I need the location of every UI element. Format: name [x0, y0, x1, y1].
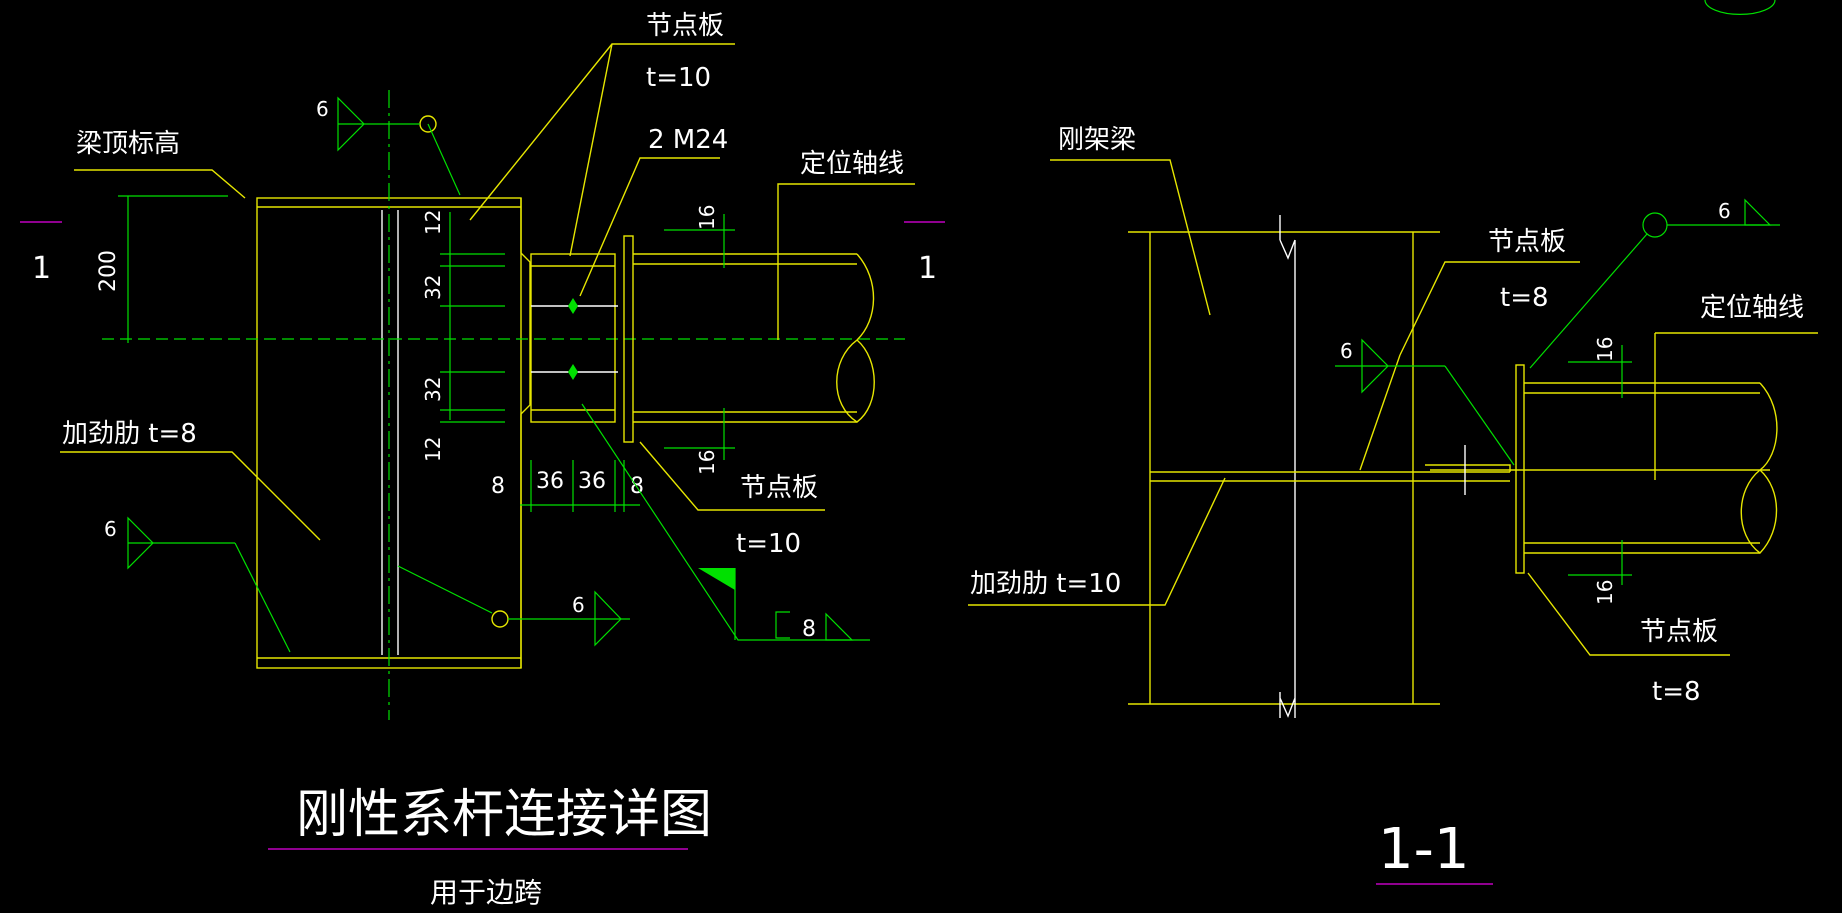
left-tube-break — [836, 253, 875, 423]
section-mark-left: 1 — [32, 251, 51, 286]
right-node-plate — [1425, 464, 1511, 472]
left-view-subtitle: 用于边跨 — [430, 876, 542, 909]
right-weld-symbol-mid — [1335, 338, 1515, 466]
weld-6-top: 6 — [316, 97, 329, 121]
dim-12-top: 12 — [421, 210, 445, 235]
left-end-plate — [623, 235, 634, 443]
right-label-node-plate-bottom: 节点板 — [1640, 617, 1718, 647]
left-beam-notch — [520, 198, 531, 668]
right-label-frame-beam: 刚架梁 — [1058, 125, 1136, 155]
corner-circle-fragment — [1704, 0, 1776, 15]
weld-8-flag: 8 — [802, 617, 816, 642]
weld-symbol-flag — [581, 403, 870, 641]
dim-200: 200 — [96, 250, 121, 292]
dim-8-left: 8 — [491, 474, 505, 499]
leader-stiffener — [60, 451, 321, 541]
dim-12-bottom: 12 — [421, 437, 445, 462]
right-label-axis: 定位轴线 — [1700, 293, 1804, 323]
label-beam-top-elev: 梁顶标高 — [76, 129, 180, 159]
left-dim-group-vertical — [440, 212, 505, 423]
right-dim-16-top: 16 — [1593, 337, 1617, 362]
dim-36-a: 36 — [536, 469, 564, 494]
right-web-break — [1279, 215, 1296, 718]
dim-16-bottom: 16 — [695, 450, 719, 475]
right-leader-node-plate-top — [1399, 261, 1580, 356]
dim-36-b: 36 — [578, 469, 606, 494]
right-view-title: 1-1 — [1378, 817, 1469, 882]
leader-node-plate-bottom — [639, 441, 825, 511]
leader-axis — [777, 183, 915, 340]
left-view: 200 12 32 32 12 16 16 8 36 36 8 — [20, 11, 945, 909]
leader-bolt — [579, 157, 720, 297]
dim-32-top: 32 — [421, 275, 445, 300]
leader-node-plate-top-2 — [569, 43, 613, 257]
right-weld-6-top: 6 — [1718, 199, 1731, 223]
right-leader-node-plate-top-2 — [1359, 354, 1401, 471]
label-node-plate-top: 节点板 — [646, 11, 724, 41]
weld-6-bottom: 6 — [572, 593, 585, 617]
right-label-node-plate-top: 节点板 — [1488, 227, 1566, 257]
leader-beam-top-elev — [74, 169, 246, 199]
dim-16-top: 16 — [695, 205, 719, 230]
right-end-plate — [1515, 364, 1525, 574]
label-node-plate-top-t: t=10 — [646, 63, 711, 93]
left-view-title: 刚性系杆连接详图 — [296, 785, 712, 845]
right-leader-frame-beam — [1050, 159, 1211, 316]
section-mark-right: 1 — [918, 251, 937, 286]
label-stiffener: 加劲肋 t=8 — [62, 419, 197, 449]
right-dim-16-bottom: 16 — [1593, 580, 1617, 605]
right-weld-6-mid: 6 — [1340, 339, 1353, 363]
weld-6-left: 6 — [104, 517, 117, 541]
right-tube-break — [1740, 382, 1778, 554]
left-bolt-2 — [568, 364, 578, 380]
weld-symbol-top — [337, 96, 461, 196]
label-node-plate-bottom-t: t=10 — [736, 529, 801, 559]
right-label-stiffener: 加劲肋 t=10 — [970, 569, 1121, 599]
right-label-node-plate-top-t: t=8 — [1500, 283, 1549, 313]
right-leader-node-plate-bottom — [1527, 572, 1730, 656]
weld-symbol-left — [127, 516, 291, 653]
right-weld-symbol-top — [1529, 198, 1780, 369]
label-node-plate-bottom: 节点板 — [740, 473, 818, 503]
left-node-plate — [530, 253, 616, 423]
right-leader-stiffener — [968, 477, 1226, 606]
weld-symbol-bottom — [397, 565, 630, 647]
label-axis: 定位轴线 — [800, 149, 904, 179]
right-view: 16 16 刚架梁 节点板 t=8 定位轴线 加劲肋 t=10 节点板 t=8 … — [968, 125, 1818, 885]
right-label-node-plate-bottom-t: t=8 — [1652, 677, 1701, 707]
dim-32-bottom: 32 — [421, 377, 445, 402]
left-bolt-1 — [568, 298, 578, 314]
label-bolt: 2 M24 — [648, 125, 728, 155]
